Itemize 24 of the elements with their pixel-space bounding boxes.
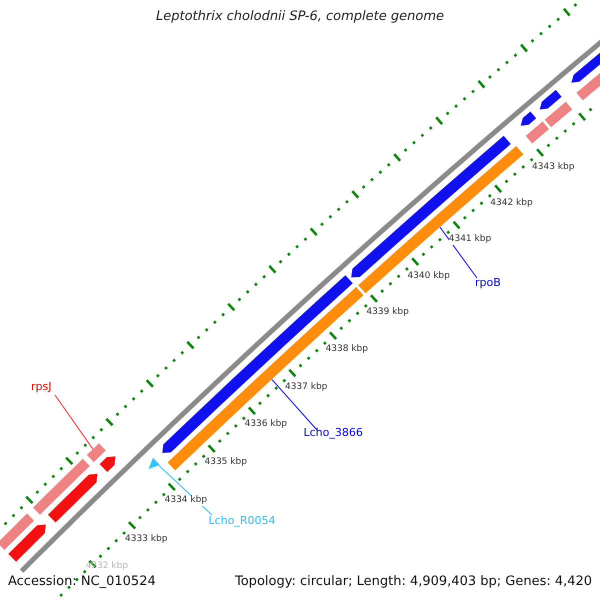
scale-label: 4337 kbp — [284, 382, 328, 393]
scale-label: 4335 kbp — [204, 458, 247, 468]
accession-text: Accession: NC_010524 — [8, 575, 156, 590]
scale-label: 4333 kbp — [125, 534, 168, 545]
title: Leptothrix cholodnii SP-6, complete genome — [156, 10, 444, 24]
scale-label: 4341 kbp — [448, 235, 492, 245]
scale-label: 4342 kbp — [490, 198, 533, 209]
leader-line — [271, 378, 318, 430]
scale-label: 4340 kbp — [407, 272, 450, 282]
leader-line — [54, 394, 94, 450]
gene-label: rpoB — [475, 277, 501, 290]
triangle-marker — [148, 458, 160, 469]
scale-label: 4336 kbp — [244, 420, 288, 430]
scale-label: 4343 kbp — [532, 162, 574, 173]
scale-label: 4332 kbp — [86, 562, 128, 572]
gene-bar — [86, 443, 106, 462]
gene-label: rpsJ — [31, 381, 52, 394]
scale-label: 4334 kbp — [164, 496, 208, 506]
scale-label: 4339 kbp — [366, 308, 409, 318]
gene-label: Lcho_R0054 — [208, 515, 276, 528]
genome-summary-text: Topology: circular; Length: 4,909,403 bp; Genes: 4,420 — [235, 575, 592, 590]
scale-label: 4338 kbp — [326, 345, 368, 356]
gene-label: Lcho_3866 — [304, 427, 363, 440]
leader-line — [439, 226, 478, 278]
